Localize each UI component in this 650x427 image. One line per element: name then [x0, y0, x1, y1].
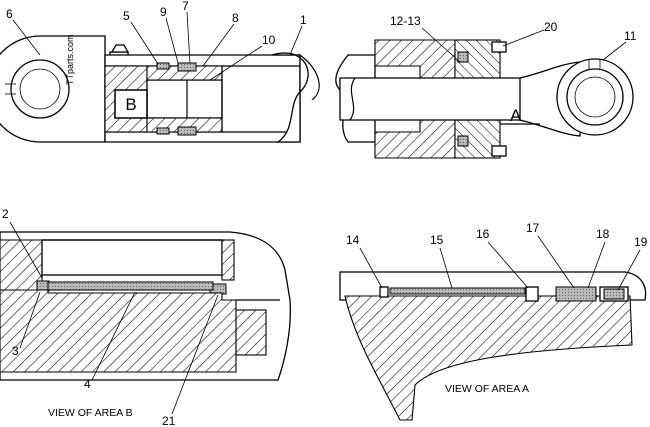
view-of-area-b: [0, 231, 291, 381]
callout-2: 2: [2, 207, 9, 221]
callout-19: 19: [634, 235, 648, 249]
callouts-area-b: 2 3 4 21 VIEW OF AREA B: [2, 207, 219, 427]
callout-10: 10: [262, 33, 276, 47]
callout-11: 11: [624, 29, 637, 43]
callout-17: 17: [526, 221, 540, 235]
callout-18: 18: [596, 227, 610, 241]
area-b-label: B: [125, 95, 136, 114]
callout-9: 9: [160, 5, 167, 19]
callout-21: 21: [162, 414, 176, 427]
caption-view-area-a: VIEW OF AREA A: [445, 383, 529, 395]
callout-7: 7: [182, 0, 189, 13]
callout-6: 6: [6, 7, 13, 21]
callouts-area-a: 14 15 16 17 18 19 VIEW OF AREA A: [346, 221, 648, 395]
callout-12-13: 12-13: [390, 14, 421, 28]
callout-8: 8: [232, 11, 239, 25]
callout-4: 4: [84, 377, 91, 391]
callout-3: 3: [12, 344, 19, 358]
callout-15: 15: [430, 233, 444, 247]
area-b-marker: [114, 89, 148, 119]
view-of-area-a: [339, 271, 647, 421]
callout-14: 14: [346, 233, 360, 247]
callout-16: 16: [476, 227, 490, 241]
cylinder-rod-end: A: [335, 39, 634, 159]
watermark: TTparts.com: [65, 34, 75, 85]
callouts-head-end: 6 5 9 7 8 10 1: [6, 0, 307, 81]
area-a-label: A: [510, 106, 522, 125]
callout-1: 1: [300, 13, 307, 27]
caption-view-area-b: VIEW OF AREA B: [48, 407, 133, 419]
callout-20: 20: [544, 20, 558, 34]
callout-5: 5: [123, 9, 130, 23]
callouts-rod-end: 12-13 20 11: [390, 14, 637, 63]
cylinder-head-end: B TTparts.com: [0, 34, 320, 143]
